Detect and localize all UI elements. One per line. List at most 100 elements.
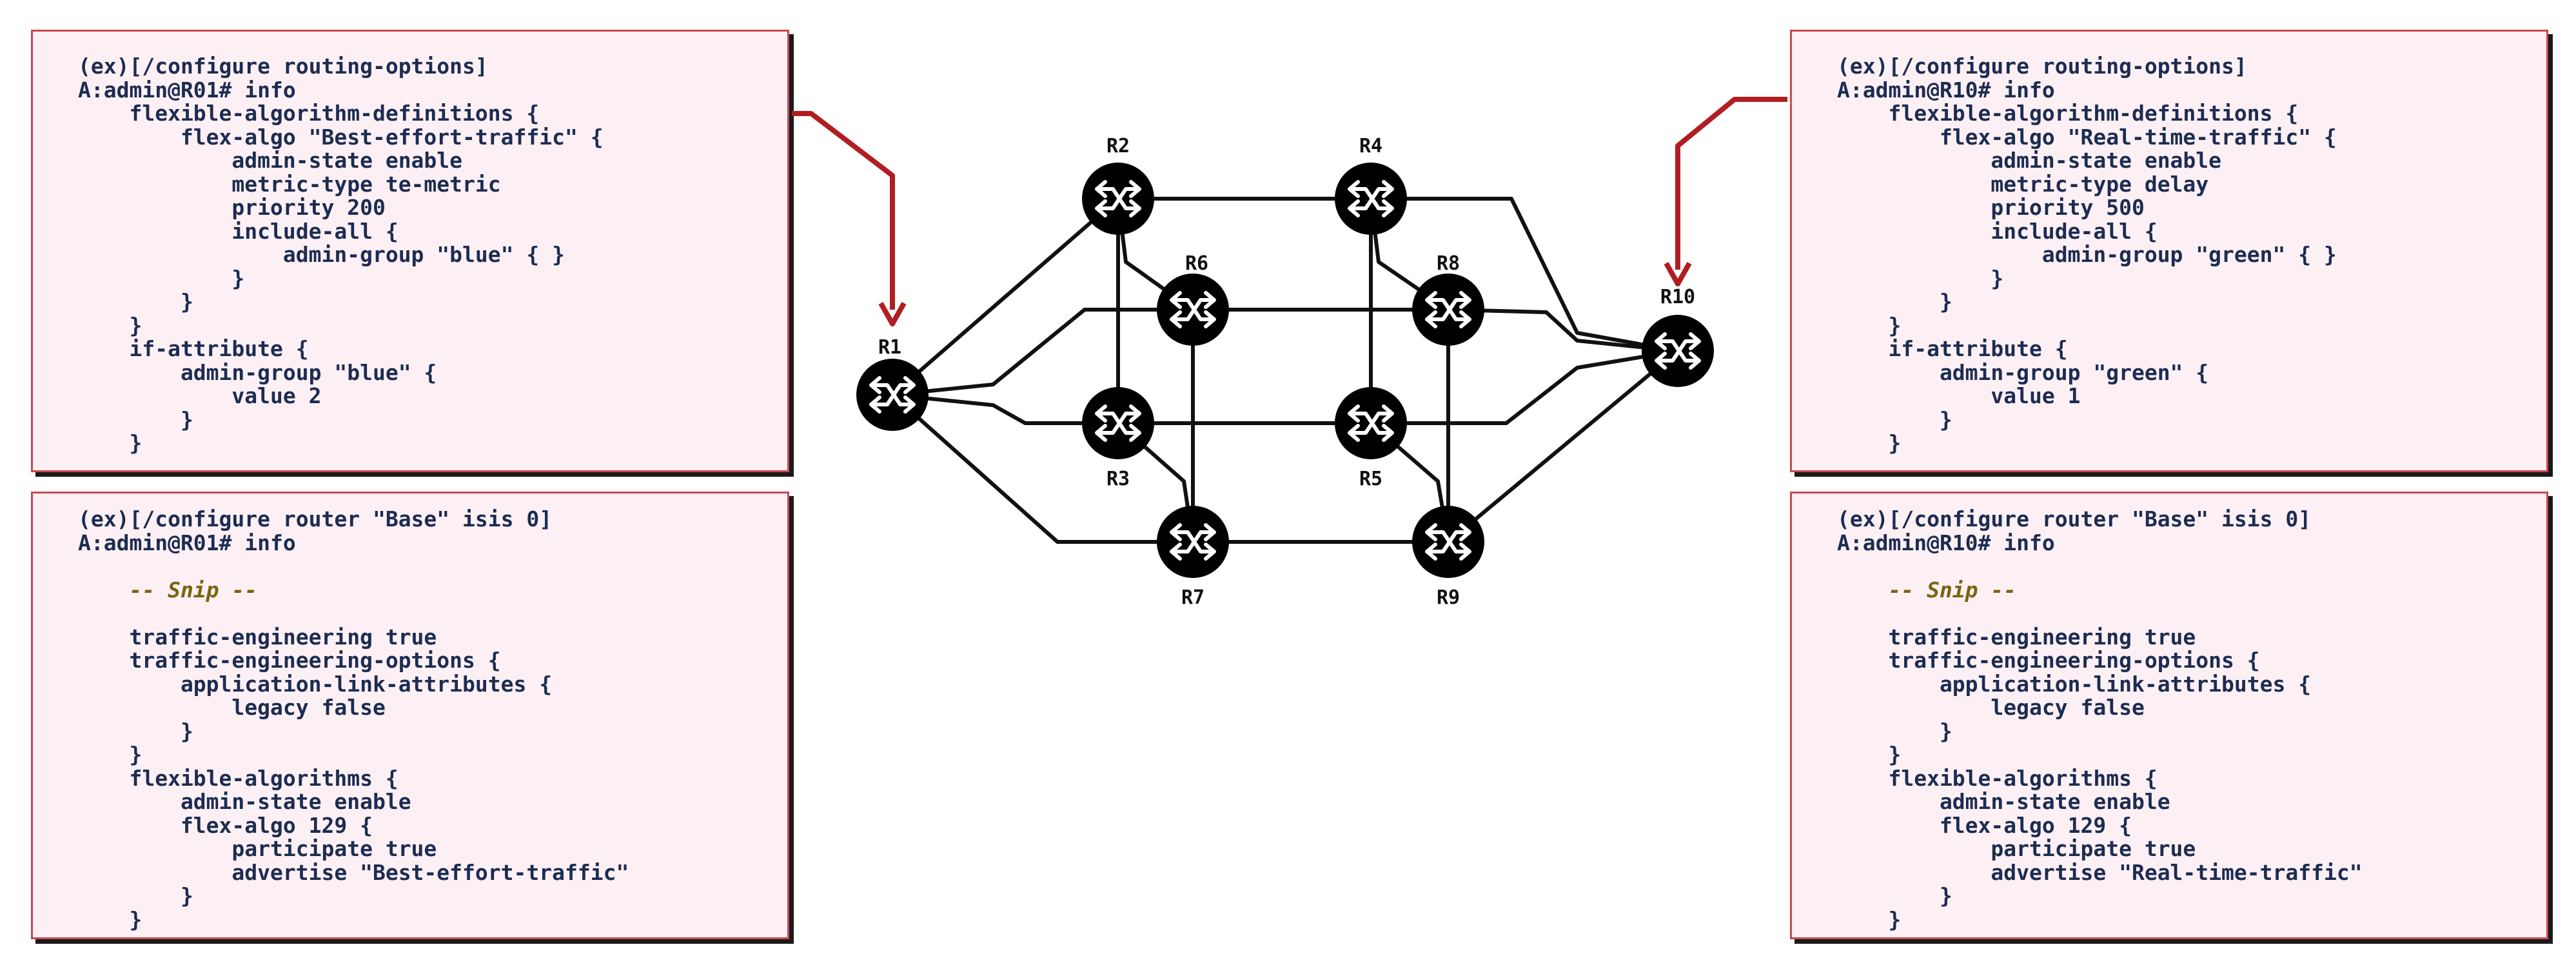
config-line: priority 200 [78, 195, 386, 220]
config-line: admin-state enable [1837, 148, 2222, 173]
config-line: advertise "Best-effort-traffic" [78, 859, 629, 885]
config-line: } [78, 906, 143, 932]
router-icon [1335, 387, 1407, 459]
config-line: legacy false [1837, 695, 2145, 720]
router-label: R9 [1437, 586, 1460, 609]
link-r8-r10 [1448, 308, 1678, 353]
config-line: if-attribute { [1837, 336, 2068, 361]
router-r7: R7 [1157, 506, 1229, 609]
config-line: flex-algo 129 { [78, 812, 373, 838]
config-line: } [1837, 406, 1952, 432]
config-line: (ex)[/configure routing-options] [78, 54, 488, 79]
config-line: admin-group "green" { [1837, 359, 2209, 385]
router-label: R6 [1185, 252, 1208, 275]
config-panel-r01-isis: (ex)[/configure router "Base" isis 0]A:a… [31, 492, 789, 939]
config-line: A:admin@R01# info [78, 77, 296, 103]
config-line: admin-group "green" { } [1837, 242, 2337, 267]
config-line: traffic-engineering-options { [1837, 648, 2260, 673]
config-line: value 1 [1837, 383, 2081, 408]
router-icon [856, 359, 929, 431]
config-line: metric-type te-metric [78, 171, 501, 197]
links [891, 197, 1679, 544]
config-line: } [1837, 742, 1902, 767]
config-line: admin-state enable [78, 148, 463, 173]
config-line: } [78, 883, 193, 908]
link-r1-r2 [891, 197, 1119, 397]
config-line: flexible-algorithm-definitions { [78, 101, 540, 126]
config-panel-r10-isis: (ex)[/configure router "Base" isis 0]A:a… [1790, 492, 2548, 939]
config-line: (ex)[/configure router "Base" isis 0] [78, 506, 553, 532]
config-line: traffic-engineering-options { [78, 648, 501, 673]
router-r8: R8 [1412, 252, 1484, 346]
router-r2: R2 [1082, 135, 1154, 235]
router-r6: R6 [1157, 252, 1229, 346]
config-line: if-attribute { [78, 336, 309, 361]
arrow-down-icon [792, 111, 907, 326]
config-line: } [1837, 883, 1952, 908]
config-line: (ex)[/configure router "Base" isis 0] [1837, 506, 2312, 532]
config-line: } [78, 312, 143, 338]
config-line: flexible-algorithm-definitions { [1837, 101, 2299, 126]
config-panel-r10-routing-options: (ex)[/configure routing-options]A:admin@… [1790, 30, 2548, 472]
router-label: R5 [1359, 468, 1382, 490]
config-line: } [78, 430, 143, 455]
config-line: flex-algo "Real-time-traffic" { [1837, 124, 2337, 150]
config-line: } [78, 289, 193, 314]
router-icon [1642, 315, 1714, 387]
config-text: (ex)[/configure router "Base" isis 0]A:a… [1837, 506, 2363, 932]
config-line: } [1837, 718, 1952, 744]
router-r5: R5 [1335, 387, 1407, 490]
config-line: -- Snip -- [78, 577, 258, 603]
router-icon [1412, 274, 1484, 346]
router-label: R2 [1106, 135, 1130, 157]
router-label: R3 [1106, 468, 1130, 490]
link-r1-r3 [892, 393, 1118, 425]
config-line: application-link-attributes { [1837, 671, 2312, 697]
router-label: R4 [1359, 135, 1382, 157]
config-line: } [1837, 289, 1952, 314]
config-line: flex-algo 129 { [1837, 812, 2132, 838]
config-line: admin-group "blue" { [78, 359, 437, 385]
config-line: traffic-engineering true [1837, 624, 2196, 650]
router-label: R10 [1660, 286, 1695, 308]
config-line: A:admin@R10# info [1837, 77, 2055, 103]
config-line: participate true [1837, 836, 2196, 861]
config-line: (ex)[/configure routing-options] [1837, 54, 2247, 79]
router-icon [1157, 506, 1229, 578]
config-line: admin-group "blue" { } [78, 242, 565, 267]
config-line: } [1837, 906, 1902, 932]
config-line: flexible-algorithms { [78, 765, 398, 791]
config-line: -- Snip -- [1837, 577, 2017, 603]
router-r9: R9 [1412, 506, 1484, 609]
config-line: priority 500 [1837, 195, 2145, 220]
link-r1-r6 [892, 308, 1193, 397]
config-line: advertise "Real-time-traffic" [1837, 859, 2363, 885]
router-label: R1 [878, 336, 901, 359]
router-r4: R4 [1335, 135, 1407, 235]
config-line: flexible-algorithms { [1837, 765, 2158, 791]
router-icon [1157, 274, 1229, 346]
router-r3: R3 [1082, 387, 1154, 490]
config-line: A:admin@R01# info [78, 530, 296, 555]
config-panel-r01-routing-options: (ex)[/configure routing-options]A:admin@… [31, 30, 789, 472]
config-line: legacy false [78, 695, 386, 720]
config-line: admin-state enable [1837, 789, 2170, 814]
router-label: R7 [1181, 586, 1204, 609]
config-line: } [78, 718, 193, 744]
config-line: } [1837, 312, 1902, 338]
config-line: value 2 [78, 383, 322, 408]
link-r9-r10 [1447, 349, 1679, 544]
link-r5-r10 [1371, 349, 1678, 425]
config-line: participate true [78, 836, 437, 861]
router-label: R8 [1437, 252, 1460, 275]
router-icon [1412, 506, 1484, 578]
config-line: } [1837, 265, 2004, 291]
config-line: } [78, 742, 143, 767]
config-line: } [78, 406, 193, 432]
config-line: application-link-attributes { [78, 671, 553, 697]
router-icon [1082, 387, 1154, 459]
router-r1: R1 [856, 336, 929, 431]
link-r4-r10 [1371, 197, 1678, 353]
